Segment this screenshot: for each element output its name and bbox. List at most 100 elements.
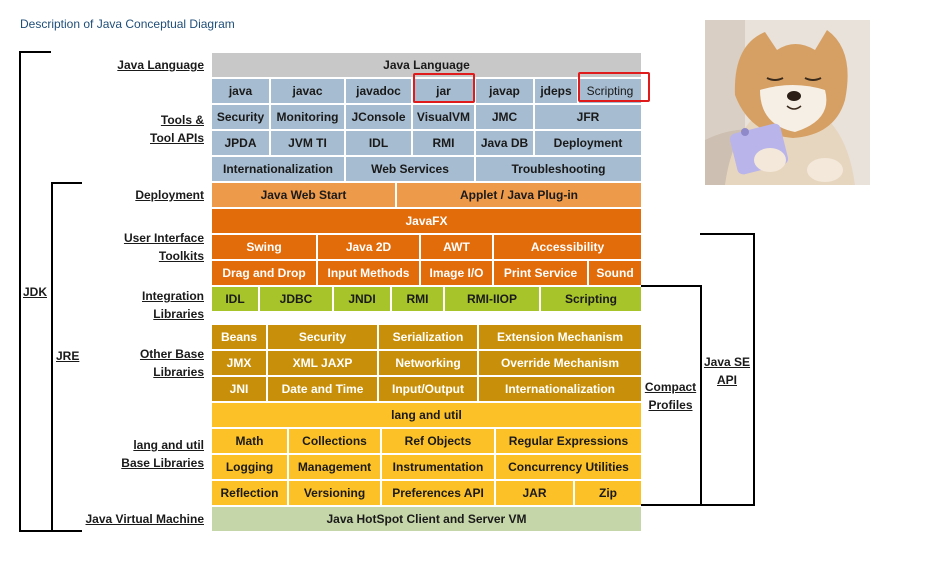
- tool-javap[interactable]: javap: [476, 79, 533, 103]
- label-integration-line1: Integration: [142, 289, 204, 303]
- jvm-bar[interactable]: Java HotSpot Client and Server VM: [212, 507, 641, 531]
- compact-profiles-label[interactable]: Compact Profiles: [643, 378, 698, 414]
- label-lang-line1: lang and util: [133, 438, 204, 452]
- tool-javac[interactable]: javac: [271, 79, 344, 103]
- tool-internationalization[interactable]: Internationalization: [212, 157, 344, 181]
- label-tools[interactable]: Tools & Tool APIs: [90, 111, 204, 147]
- label-other-base-libraries[interactable]: Other Base Libraries: [90, 345, 204, 381]
- compact-line2: Profiles: [648, 398, 693, 412]
- jre-bracket-top: [51, 182, 82, 184]
- lang-regular-expressions[interactable]: Regular Expressions: [496, 429, 641, 453]
- lang-jar[interactable]: JAR: [496, 481, 573, 505]
- javase-bracket-vertical: [753, 233, 755, 506]
- tool-jvmti[interactable]: JVM TI: [271, 131, 344, 155]
- label-ui-line2: Toolkits: [158, 249, 204, 263]
- int-rmi[interactable]: RMI: [392, 287, 443, 311]
- tool-jfr[interactable]: JFR: [535, 105, 641, 129]
- other-extension-mechanism[interactable]: Extension Mechanism: [479, 325, 641, 349]
- ui-drag-and-drop[interactable]: Drag and Drop: [212, 261, 316, 285]
- tool-visualvm[interactable]: VisualVM: [413, 105, 474, 129]
- other-input-output[interactable]: Input/Output: [379, 377, 477, 401]
- jdk-bracket-bottom: [19, 530, 82, 532]
- tool-scripting[interactable]: Scripting: [579, 79, 641, 103]
- tool-jconsole[interactable]: JConsole: [346, 105, 411, 129]
- compact-bracket-bottom: [641, 504, 702, 506]
- label-ui-line1: User Interface: [123, 231, 204, 245]
- lang-logging[interactable]: Logging: [212, 455, 287, 479]
- tool-web-services[interactable]: Web Services: [346, 157, 474, 181]
- lang-zip[interactable]: Zip: [575, 481, 641, 505]
- lang-collections[interactable]: Collections: [289, 429, 380, 453]
- tool-idl[interactable]: IDL: [346, 131, 411, 155]
- lang-math[interactable]: Math: [212, 429, 287, 453]
- lang-management[interactable]: Management: [289, 455, 380, 479]
- javafx-bar[interactable]: JavaFX: [212, 209, 641, 233]
- ui-java2d[interactable]: Java 2D: [318, 235, 419, 259]
- lang-instrumentation[interactable]: Instrumentation: [382, 455, 494, 479]
- other-internationalization[interactable]: Internationalization: [479, 377, 641, 401]
- int-jdbc[interactable]: JDBC: [260, 287, 332, 311]
- jdk-label[interactable]: JDK: [23, 283, 48, 301]
- lang-concurrency-utilities[interactable]: Concurrency Utilities: [496, 455, 641, 479]
- label-integration-line2: Libraries: [153, 307, 204, 321]
- jre-bracket-vertical: [51, 182, 53, 532]
- jre-label[interactable]: JRE: [56, 347, 80, 365]
- ui-accessibility[interactable]: Accessibility: [494, 235, 641, 259]
- lang-reflection[interactable]: Reflection: [212, 481, 287, 505]
- compact-bracket-top: [641, 285, 702, 287]
- tool-monitoring[interactable]: Monitoring: [271, 105, 344, 129]
- label-lang-util-base-libraries[interactable]: lang and util Base Libraries: [90, 436, 204, 472]
- javase-bracket-bottom: [700, 504, 755, 506]
- tool-rmi[interactable]: RMI: [413, 131, 474, 155]
- int-scripting[interactable]: Scripting: [541, 287, 641, 311]
- other-networking[interactable]: Networking: [379, 351, 477, 375]
- int-rmi-iiop[interactable]: RMI-IIOP: [445, 287, 539, 311]
- int-idl[interactable]: IDL: [212, 287, 258, 311]
- javase-line2: API: [716, 373, 737, 387]
- javase-line1: Java SE: [703, 355, 751, 369]
- tool-security[interactable]: Security: [212, 105, 269, 129]
- ui-input-methods[interactable]: Input Methods: [318, 261, 419, 285]
- lang-preferences-api[interactable]: Preferences API: [382, 481, 494, 505]
- int-jndi[interactable]: JNDI: [334, 287, 390, 311]
- label-ui-toolkits[interactable]: User Interface Toolkits: [90, 229, 204, 265]
- ui-image-io[interactable]: Image I/O: [421, 261, 492, 285]
- label-deployment[interactable]: Deployment: [135, 188, 204, 202]
- tool-jmc[interactable]: JMC: [476, 105, 533, 129]
- ui-awt[interactable]: AWT: [421, 235, 492, 259]
- tool-deployment[interactable]: Deployment: [535, 131, 641, 155]
- ui-swing[interactable]: Swing: [212, 235, 316, 259]
- lang-versioning[interactable]: Versioning: [289, 481, 380, 505]
- javase-bracket-top: [700, 233, 755, 235]
- java-se-api-label[interactable]: Java SE API: [702, 353, 752, 389]
- other-xml-jaxp[interactable]: XML JAXP: [268, 351, 377, 375]
- tool-javadb[interactable]: Java DB: [476, 131, 533, 155]
- ui-sound[interactable]: Sound: [589, 261, 641, 285]
- other-override-mechanism[interactable]: Override Mechanism: [479, 351, 641, 375]
- deploy-applet-plugin[interactable]: Applet / Java Plug-in: [397, 183, 641, 207]
- compact-bracket-vertical: [700, 285, 702, 506]
- tool-javadoc[interactable]: javadoc: [346, 79, 411, 103]
- compact-line1: Compact: [644, 380, 697, 394]
- label-tools-line1: Tools &: [160, 113, 204, 127]
- tool-jdeps[interactable]: jdeps: [535, 79, 577, 103]
- tool-jar[interactable]: jar: [413, 79, 474, 103]
- lang-ref-objects[interactable]: Ref Objects: [382, 429, 494, 453]
- other-jmx[interactable]: JMX: [212, 351, 266, 375]
- other-serialization[interactable]: Serialization: [379, 325, 477, 349]
- deploy-java-web-start[interactable]: Java Web Start: [212, 183, 395, 207]
- label-java-language[interactable]: Java Language: [117, 58, 204, 72]
- tool-java[interactable]: java: [212, 79, 269, 103]
- tool-jpda[interactable]: JPDA: [212, 131, 269, 155]
- tool-troubleshooting[interactable]: Troubleshooting: [476, 157, 641, 181]
- label-java-virtual-machine[interactable]: Java Virtual Machine: [85, 512, 205, 526]
- label-tools-line2: Tool APIs: [150, 131, 204, 145]
- other-security[interactable]: Security: [268, 325, 377, 349]
- highlight-scripting: [578, 72, 650, 102]
- other-date-and-time[interactable]: Date and Time: [268, 377, 377, 401]
- other-beans[interactable]: Beans: [212, 325, 266, 349]
- other-jni[interactable]: JNI: [212, 377, 266, 401]
- lang-util-bar[interactable]: lang and util: [212, 403, 641, 427]
- ui-print-service[interactable]: Print Service: [494, 261, 587, 285]
- label-integration-libraries[interactable]: Integration Libraries: [90, 287, 204, 323]
